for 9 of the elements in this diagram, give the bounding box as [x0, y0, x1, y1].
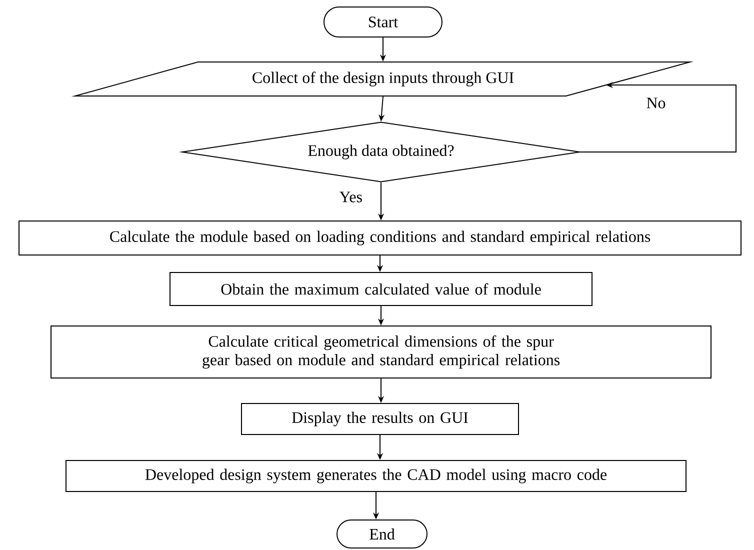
edge-label: No	[645, 96, 667, 110]
edge-label: Yes	[338, 190, 364, 204]
process-box: Developed design system generates the CAD model using macro code	[66, 460, 686, 492]
terminal-box: Start	[324, 6, 442, 38]
terminal-box: End	[336, 520, 428, 548]
process-box: Calculate the module based on loading conditions and standard empirical relations	[18, 220, 742, 256]
process-box: Calculate critical geometrical dimensions of the spur gear based on module and standard empirical relations	[50, 326, 712, 378]
process-box: Display the results on GUI	[241, 403, 519, 435]
process-box: Obtain the maximum calculated value of module	[170, 272, 592, 306]
